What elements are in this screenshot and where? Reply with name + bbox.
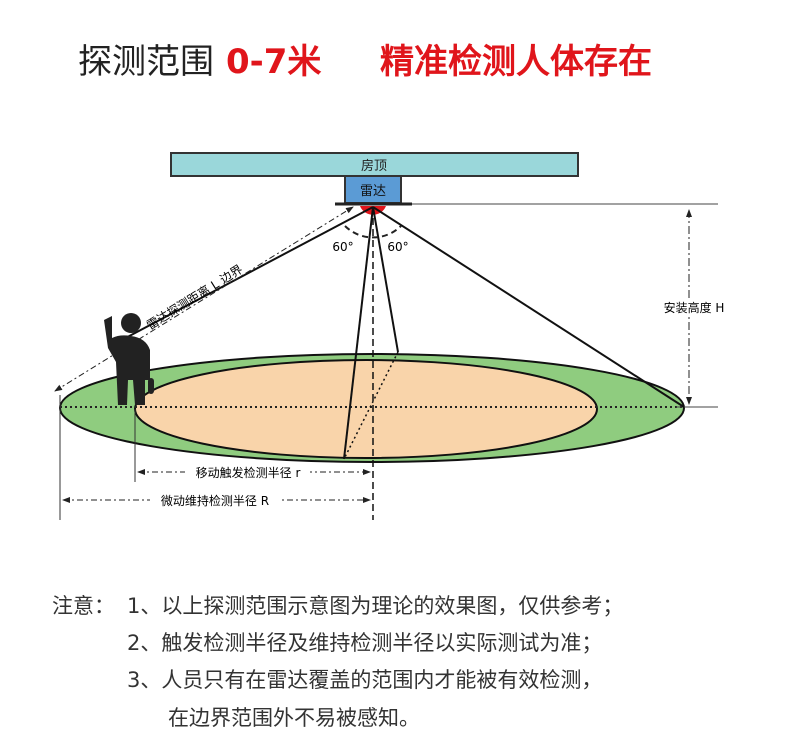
title-prefix: 探测范围 [78, 42, 214, 82]
title-slogan: 精准检测人体存在 [380, 42, 652, 82]
roof-label: 房顶 [361, 158, 387, 174]
angle-right-label: 60° [387, 240, 408, 254]
note-3-cont: 在边界范围外不易被感知。 [168, 706, 420, 730]
note-2: 2、触发检测半径及维持检测半径以实际测试为准； [127, 631, 603, 655]
inner-range-ellipse [134, 359, 598, 459]
detect-distance-label: 雷达探测距离 L 边界 [144, 261, 246, 332]
notes-label: 注意： [52, 594, 115, 618]
install-height-label: 安装高度 H [664, 300, 725, 315]
radar-label: 雷达 [360, 184, 386, 199]
move-radius-label: 移动触发检测半径 r [196, 465, 301, 480]
note-1: 1、以上探测范围示意图为理论的效果图，仅供参考； [127, 594, 624, 618]
micro-radius-label: 微动维持检测半径 R [161, 493, 269, 508]
angle-left-label: 60° [332, 240, 353, 254]
title-range: 0-7米 [226, 42, 322, 82]
note-3: 3、人员只有在雷达覆盖的范围内才能被有效检测， [127, 668, 603, 692]
person-icon [104, 313, 154, 405]
